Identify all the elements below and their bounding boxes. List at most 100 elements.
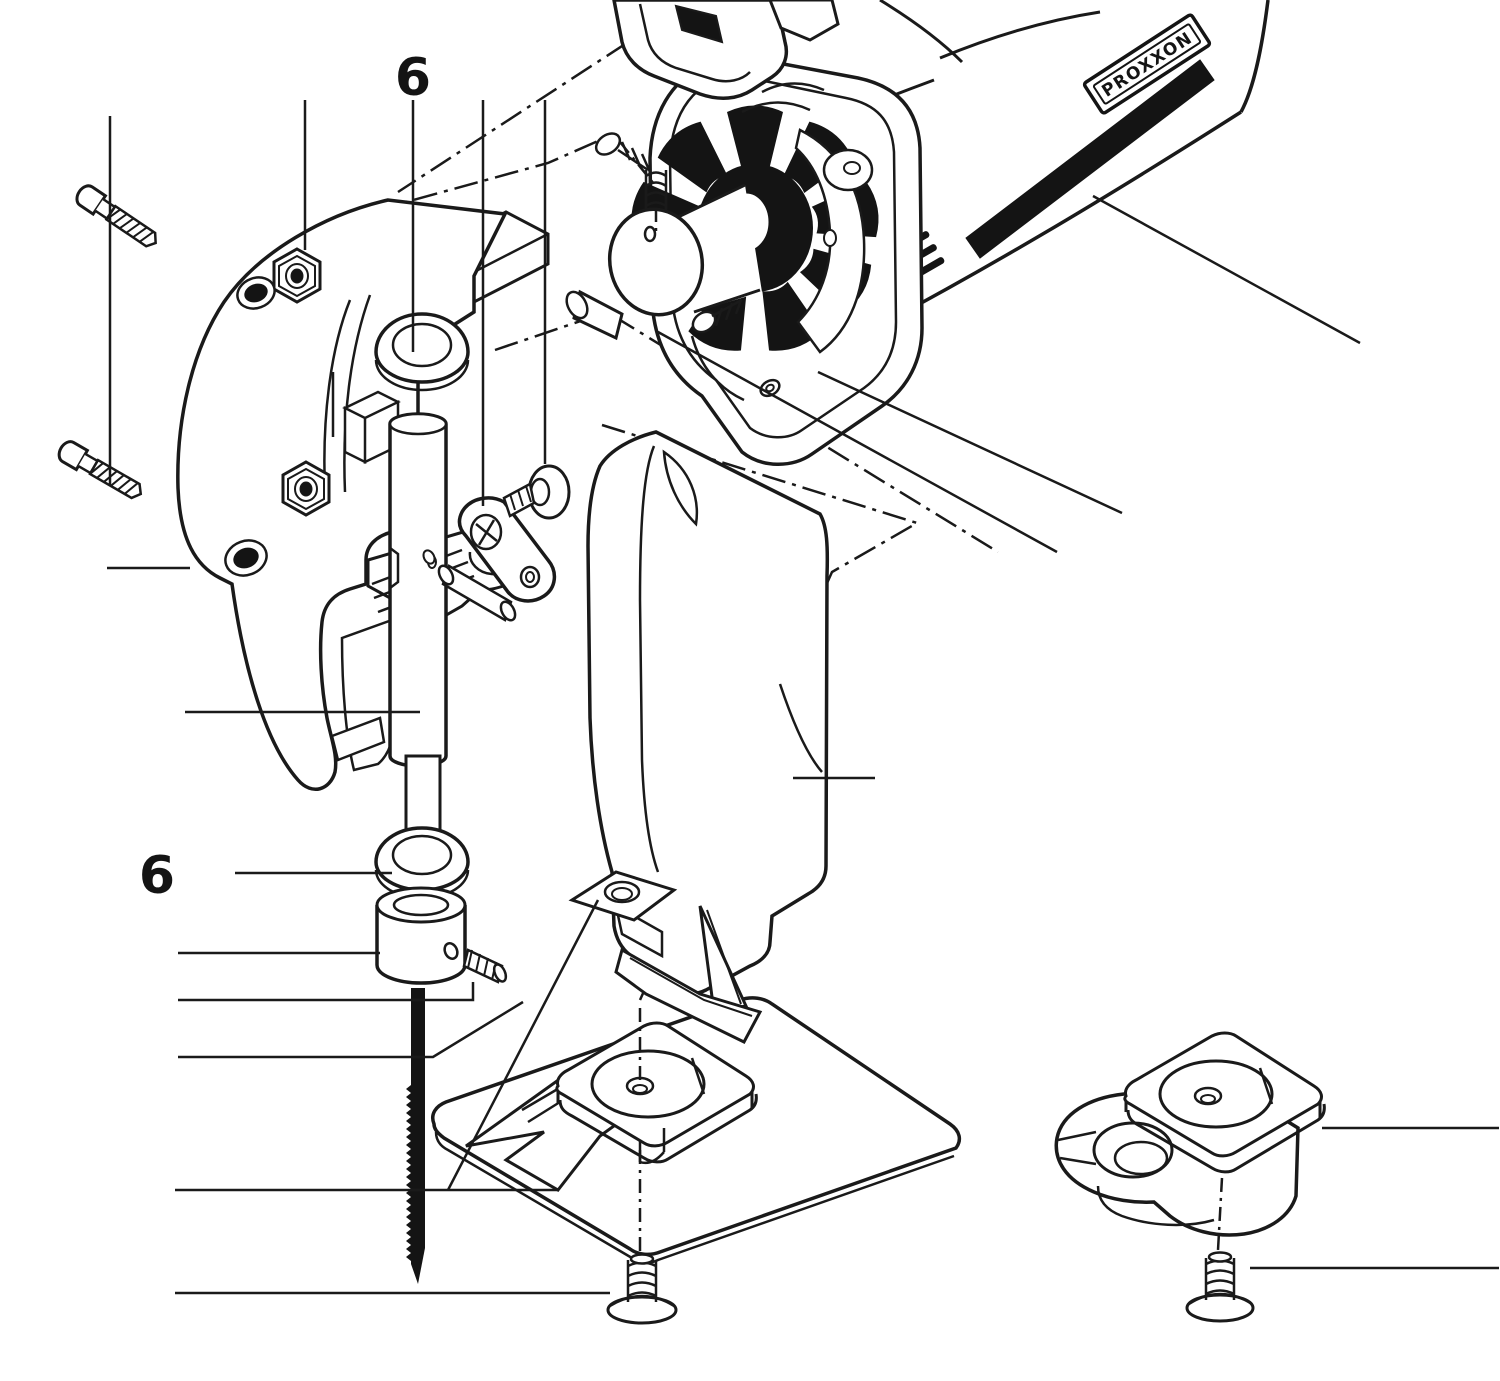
holder-slide-insert xyxy=(1123,1031,1326,1174)
mount-boss-hole xyxy=(843,161,861,175)
rod-top-face xyxy=(388,412,448,436)
cover-crease xyxy=(778,683,823,773)
sole-plate xyxy=(431,996,962,1264)
switch-cap-piece xyxy=(768,0,840,42)
bracket-inner-block xyxy=(342,390,401,465)
switch-outline xyxy=(612,0,789,100)
crank-body-edges xyxy=(675,183,761,314)
blade-clamp-collar xyxy=(375,886,467,985)
callout-label-6-left: 6 xyxy=(139,846,175,906)
screw-tip xyxy=(1207,1251,1233,1263)
leader-from-end-cap xyxy=(817,370,1123,515)
holder-foot-walls xyxy=(1096,1185,1215,1227)
link-screw-body xyxy=(502,482,536,518)
housing-accent-line-1 xyxy=(939,10,1101,60)
axis-switch-to-bracket xyxy=(397,18,663,194)
crank-pin-hole xyxy=(643,225,657,243)
screw-tip xyxy=(629,1253,655,1265)
insert-wall-edge xyxy=(558,1093,758,1164)
insert-hole-inner xyxy=(632,1084,648,1094)
holder-notch xyxy=(1057,1130,1097,1166)
countersunk-screw-threads xyxy=(711,298,743,327)
leader-lines xyxy=(107,100,1499,1295)
cover-foot-line xyxy=(629,957,753,1017)
nut-chamfer xyxy=(287,467,325,511)
screw-head-dome xyxy=(609,1294,675,1308)
nut-bore-dark xyxy=(290,268,304,284)
cover-top-curl xyxy=(662,449,699,527)
leader-to-blade-clamp xyxy=(178,1000,524,1059)
ring-bore xyxy=(391,834,453,876)
link-small-hole-inner xyxy=(525,571,535,583)
set-screw-threads xyxy=(467,949,497,981)
drive-link-plate xyxy=(457,496,557,603)
callout-label-6-top: 6 xyxy=(395,48,431,108)
end-cap-inner-line xyxy=(668,76,898,439)
housing-decor-stripe xyxy=(965,59,1215,259)
set-screw xyxy=(462,948,508,984)
badge-inner-frame xyxy=(1092,23,1202,105)
clamp-plate-hole-inner xyxy=(611,887,633,901)
insert-disc-flat xyxy=(1258,1067,1274,1105)
link-screw-washer xyxy=(502,464,571,520)
blade-body xyxy=(411,988,425,1284)
crank-shaft-end xyxy=(565,290,589,320)
collar-body xyxy=(375,905,467,985)
leader-to-set-screw xyxy=(178,982,475,1002)
cap-fasteners xyxy=(594,132,743,334)
cover-foot xyxy=(614,905,763,1044)
table-holder xyxy=(1054,1031,1326,1323)
screw-head xyxy=(75,184,108,217)
link-screw-cross xyxy=(475,519,498,546)
crank-face xyxy=(607,207,705,317)
eccentric-crank xyxy=(565,183,762,341)
screw-threads xyxy=(105,208,155,243)
housing-right-edge xyxy=(1239,0,1270,113)
clamp-plate xyxy=(568,870,678,922)
rod-notch xyxy=(389,547,400,589)
fan-top-arcs xyxy=(741,82,825,114)
holder-recess-inner xyxy=(1113,1140,1169,1176)
hex-nut-upper xyxy=(272,247,322,304)
socket-screw-lower xyxy=(57,440,143,500)
nut-chamfer xyxy=(278,254,316,298)
cap-face-hole xyxy=(823,229,837,247)
bracket-inner-curves xyxy=(323,294,372,493)
hex-nut-lower xyxy=(281,460,331,517)
leader-from-housing xyxy=(1092,194,1361,345)
spring xyxy=(644,170,668,210)
pin-tip xyxy=(499,600,517,622)
holder-screw xyxy=(1185,1251,1255,1323)
saw-blade xyxy=(406,988,425,1284)
housing-top-edge xyxy=(879,0,964,64)
link-screw-threads xyxy=(509,485,532,511)
cover-fold-line xyxy=(638,445,660,873)
screw-head-dome xyxy=(1188,1292,1253,1306)
blade-teeth xyxy=(406,1085,411,1261)
ring-bottom-arc xyxy=(374,359,470,392)
switch-slot xyxy=(674,4,724,44)
insert-groove xyxy=(521,1088,561,1124)
countersunk-screw-head xyxy=(594,132,622,156)
leader-from-crank xyxy=(657,330,1058,554)
bracket-hole-dark xyxy=(244,283,268,303)
holder-screw-axis xyxy=(1216,1177,1224,1251)
plunger-assembly xyxy=(374,312,571,1284)
ring-bore xyxy=(391,322,453,368)
cap-bottom-arc xyxy=(690,335,745,402)
leader-to-clamp-plate xyxy=(446,899,600,1191)
link-pin xyxy=(422,549,517,622)
insert-wall-edge xyxy=(1126,1103,1326,1174)
pin-end xyxy=(437,564,455,586)
insert-disc-flat xyxy=(690,1057,706,1095)
set-screw-hole xyxy=(443,942,459,960)
bracket-hole-dark xyxy=(233,547,259,569)
rubber-ring-lower xyxy=(374,826,470,900)
sole-plate-screw xyxy=(606,1253,678,1325)
pin-washer-dot xyxy=(422,549,436,565)
slide-insert xyxy=(521,1021,758,1165)
switch-inner-line xyxy=(638,3,751,83)
cover-foot-plate xyxy=(614,947,763,1044)
switch-slider xyxy=(612,0,840,100)
